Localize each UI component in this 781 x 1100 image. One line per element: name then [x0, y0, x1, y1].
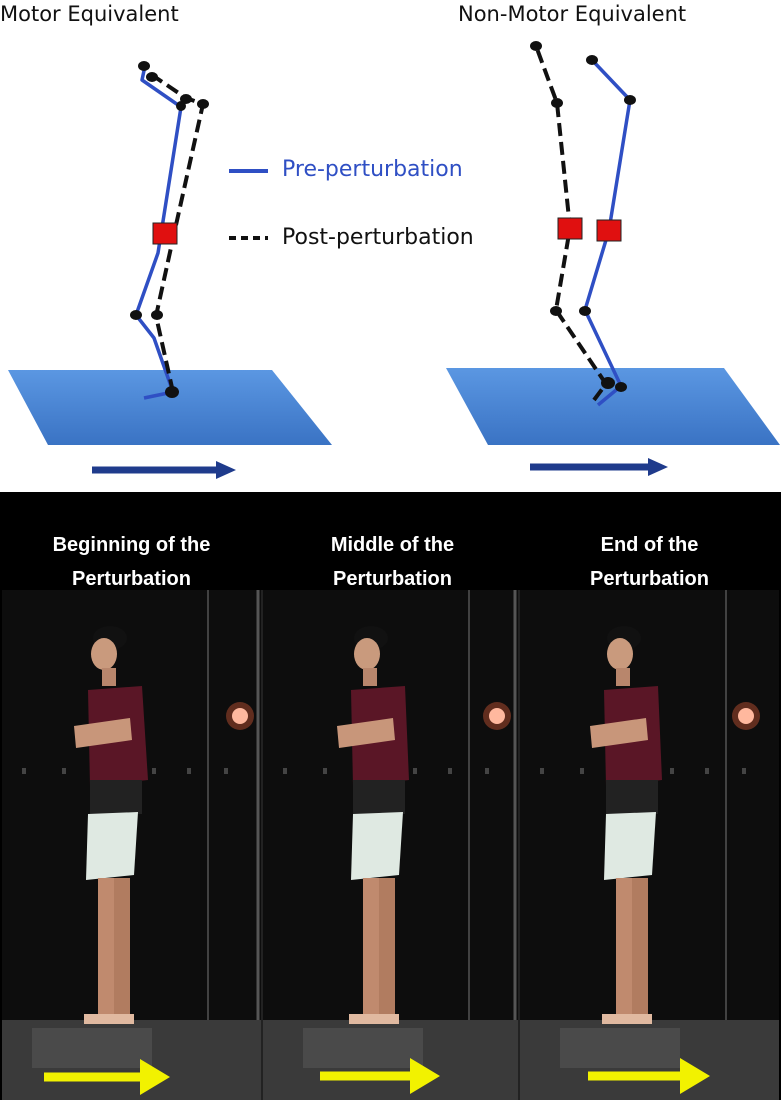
stick-figure-diagram: Motor Equivalent Non-Motor Equivalent [0, 0, 781, 492]
right-post-perturbation-stick [534, 45, 608, 402]
right-joint-markers [530, 41, 636, 392]
panel-divider [261, 590, 263, 1100]
frame-caption: Middle of the Perturbation [263, 528, 522, 596]
frame-caption-line2: Perturbation [72, 568, 191, 590]
frame-caption-line2: Perturbation [590, 568, 709, 590]
frame-caption: End of the Perturbation [520, 528, 779, 596]
video-frames-panel: Beginning of the Perturbation [0, 492, 781, 1100]
panel-divider [518, 590, 520, 1100]
non-motor-equivalent-title: Non-Motor Equivalent [458, 2, 687, 26]
left-joint-markers [130, 61, 209, 398]
right-post-center-of-mass-marker [557, 217, 583, 240]
perturbation-arrows [44, 1058, 710, 1095]
yellow-arrow-3 [588, 1058, 710, 1094]
frame-caption-line1: Middle of the [330, 534, 455, 556]
motor-equivalent-title: Motor Equivalent [0, 2, 179, 26]
yellow-arrow-2 [320, 1058, 440, 1094]
frame-photo [263, 590, 522, 1100]
legend-pre-label: Pre-perturbation [282, 157, 463, 182]
yellow-arrow-1 [44, 1059, 170, 1095]
right-platform [446, 368, 780, 445]
stick-figure-drawing [8, 41, 780, 479]
right-pre-center-of-mass-marker [596, 219, 622, 242]
frame-caption-line2: Perturbation [333, 568, 452, 590]
frame-beginning: Beginning of the Perturbation [2, 492, 261, 1100]
left-center-of-mass-marker [152, 222, 178, 245]
legend-post-label: Post-perturbation [282, 225, 474, 250]
frame-photo [520, 590, 779, 1100]
frame-caption-line1: Beginning of the [52, 534, 211, 556]
left-platform [8, 370, 332, 445]
left-direction-arrow [92, 461, 236, 479]
frame-caption-line1: End of the [600, 534, 699, 556]
frame-middle: Middle of the Perturbation [263, 492, 522, 1100]
frame-end: End of the Perturbation [520, 492, 779, 1100]
frame-photo [2, 590, 261, 1100]
frame-caption: Beginning of the Perturbation [2, 528, 261, 596]
left-post-perturbation-stick [150, 73, 205, 393]
right-direction-arrow [530, 458, 668, 476]
